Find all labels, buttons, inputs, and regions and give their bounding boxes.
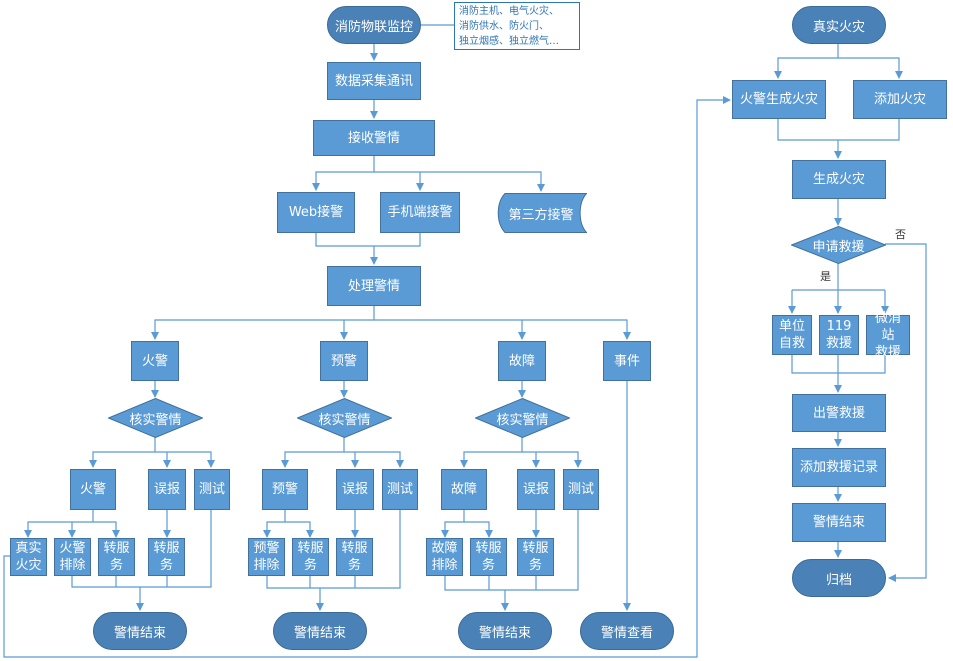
dispatch-rescue-node: 出警救援 <box>792 394 886 432</box>
web-intake-node: Web接警 <box>277 192 355 233</box>
fault-result-false-alarm: 误报 <box>517 469 555 510</box>
fire-action-real-fire: 真实 火灾 <box>10 538 47 576</box>
request-rescue-label: 申请救援 <box>812 239 865 255</box>
warning-result-false-alarm: 误报 <box>336 469 374 510</box>
fault-result-test: 测试 <box>563 469 599 510</box>
third-party-intake-node: 第三方接警 <box>495 193 587 233</box>
fire-action-transfer-1: 转服 务 <box>98 538 135 576</box>
fire-action-clear: 火警 排除 <box>54 538 91 576</box>
request-rescue-decision: 申请救援 <box>791 226 886 264</box>
add-fire-node: 添加火灾 <box>853 80 947 119</box>
fault-action-transfer-1: 转服 务 <box>470 538 507 576</box>
rescue-119-node: 119 救援 <box>819 315 859 355</box>
verify-decision-warning: 核实警情 <box>297 398 392 438</box>
warning-action-clear: 预警 排除 <box>248 538 285 576</box>
verify-decision-fire-label: 核实警情 <box>129 412 182 428</box>
alarm-end-node: 警情结束 <box>792 503 886 542</box>
third-party-intake-label: 第三方接警 <box>508 207 574 223</box>
warning-action-transfer-1: 转服 务 <box>292 538 329 576</box>
category-fault-node: 故障 <box>498 341 546 381</box>
verify-decision-fault-label: 核实警情 <box>496 412 549 428</box>
real-fire-start: 真实火灾 <box>792 6 886 44</box>
fire-result-test: 测试 <box>194 469 230 510</box>
device-types-note: 消防主机、电气火灾、 消防供水、防火门、 独立烟感、独立燃气… <box>454 2 580 50</box>
warning-result-test: 测试 <box>382 469 418 510</box>
generate-fire-node: 生成火灾 <box>792 160 886 199</box>
decision-yes-label: 是 <box>820 270 831 283</box>
archive-end: 归档 <box>792 559 886 597</box>
fault-action-transfer-2: 转服 务 <box>517 538 554 576</box>
verify-decision-fire: 核实警情 <box>108 398 203 438</box>
process-alarm-node: 处理警情 <box>327 266 421 306</box>
verify-decision-warning-label: 核实警情 <box>318 412 371 428</box>
category-fire-node: 火警 <box>131 341 179 381</box>
fault-result-fault: 故障 <box>441 469 487 510</box>
alarm-generate-fire-node: 火警生成火灾 <box>732 80 826 119</box>
warning-branch-end: 警情结束 <box>273 612 367 650</box>
start-node-iot-monitoring: 消防物联监控 <box>327 6 421 44</box>
data-collection-node: 数据采集通讯 <box>327 62 421 100</box>
fire-action-transfer-2: 转服 务 <box>148 538 185 576</box>
category-warning-node: 预警 <box>320 341 368 381</box>
fault-action-clear: 故障 排除 <box>426 538 463 576</box>
verify-decision-fault: 核实警情 <box>475 398 570 438</box>
event-view-end: 警情查看 <box>580 612 674 650</box>
decision-no-label: 否 <box>895 228 906 241</box>
warning-result-warning: 预警 <box>262 469 308 510</box>
receive-alarm-node: 接收警情 <box>313 120 435 156</box>
fault-branch-end: 警情结束 <box>458 612 552 650</box>
category-event-node: 事件 <box>603 341 651 381</box>
fire-result-false-alarm: 误报 <box>148 469 186 510</box>
fire-branch-end: 警情结束 <box>93 612 187 650</box>
rescue-self-node: 单位 自救 <box>772 315 812 355</box>
mobile-intake-node: 手机端接警 <box>380 192 460 233</box>
warning-action-transfer-2: 转服 务 <box>336 538 373 576</box>
add-rescue-record-node: 添加救援记录 <box>792 448 886 487</box>
fire-result-fire: 火警 <box>70 469 116 510</box>
rescue-micro-station-node: 微消站 救援 <box>866 311 910 360</box>
